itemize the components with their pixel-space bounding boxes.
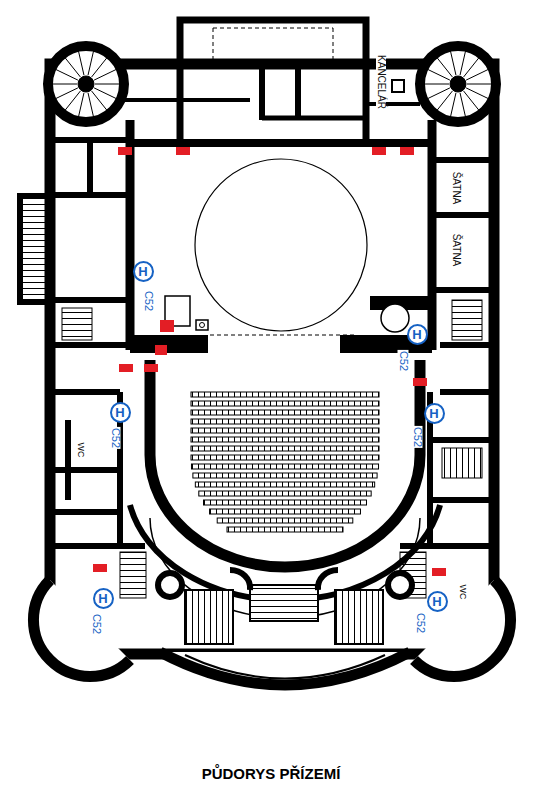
hydrant-code: C52 <box>90 612 101 634</box>
room-label: KANCELÁŘ <box>376 54 386 110</box>
hydrant-code: C52 <box>414 611 425 633</box>
hydrant-symbol: HC52 <box>407 324 428 345</box>
room-label: WC <box>458 584 467 601</box>
hydrant-letter: H <box>429 407 438 420</box>
hydrant-letter: H <box>432 595 441 608</box>
hydrant-letter: H <box>412 328 421 341</box>
hydrant-code: C52 <box>397 349 408 371</box>
hydrant-code: C52 <box>411 425 422 447</box>
room-label: ŠATNA <box>451 171 461 206</box>
hydrant-code: C52 <box>109 426 120 448</box>
hydrant-symbol: HC52 <box>93 588 114 609</box>
hydrant-letter: H <box>98 592 107 605</box>
hydrant-letter: H <box>115 406 124 419</box>
plan-title: PŮDORYS PŘÍZEMÍ <box>202 766 341 781</box>
room-label: WC <box>76 442 85 459</box>
hydrant-symbol: HC52 <box>427 591 448 612</box>
hydrant-symbol: HC52 <box>133 261 154 282</box>
hydrant-code: C52 <box>142 289 153 311</box>
hydrant-symbol: HC52 <box>424 403 445 424</box>
room-label: ŠATNA <box>451 233 461 268</box>
hydrant-symbol: HC52 <box>110 402 131 423</box>
hydrant-letter: H <box>138 265 147 278</box>
